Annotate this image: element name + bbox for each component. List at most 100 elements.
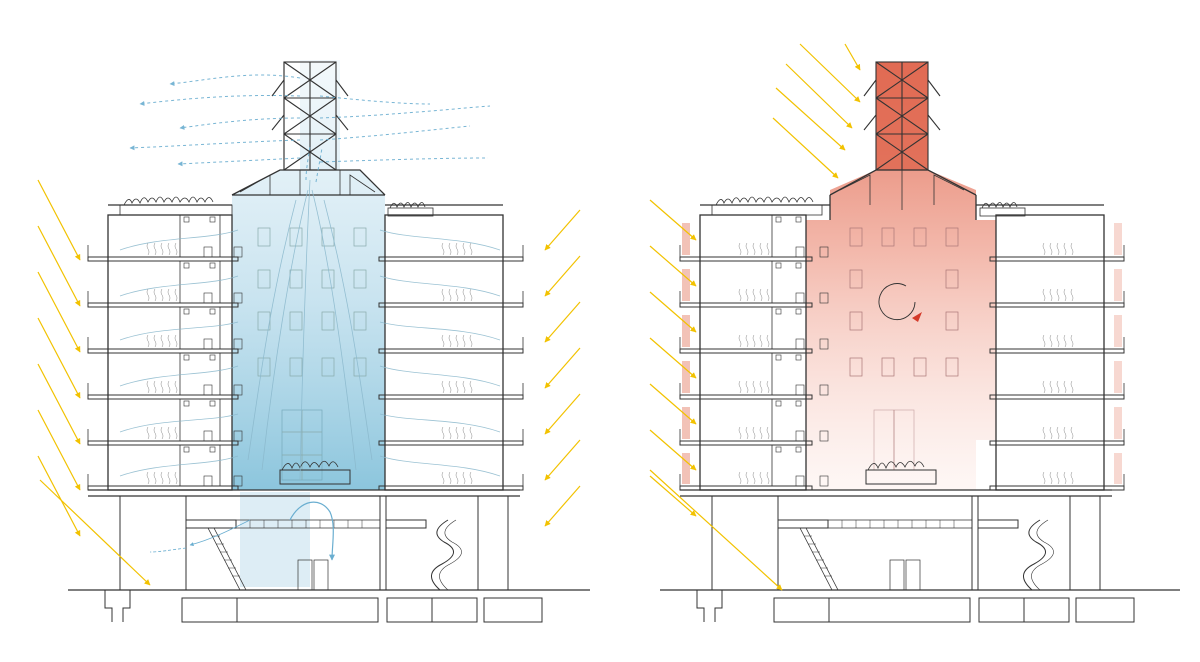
occupant-mark xyxy=(1042,471,1046,485)
occupant-mark xyxy=(167,380,171,394)
duct xyxy=(209,446,216,453)
furniture xyxy=(233,338,243,350)
sun-ray xyxy=(37,317,81,399)
occupant-mark xyxy=(462,334,466,348)
occupant-mark xyxy=(160,334,164,348)
floor-slab xyxy=(679,302,813,308)
duct xyxy=(775,308,782,315)
sun-ray xyxy=(799,43,861,103)
occupant-mark xyxy=(745,242,749,256)
occupant-mark xyxy=(745,426,749,440)
occupant-mark xyxy=(752,471,756,485)
occupant-mark xyxy=(1070,471,1074,485)
duct xyxy=(795,446,802,453)
floor-slab xyxy=(989,440,1125,446)
duct xyxy=(183,446,190,453)
furniture xyxy=(795,475,805,487)
occupant-mark xyxy=(455,334,459,348)
occupant-mark xyxy=(745,380,749,394)
warm-buffer xyxy=(1114,269,1122,301)
occupant-mark xyxy=(738,380,742,394)
occupant-mark xyxy=(167,288,171,302)
occupant-mark xyxy=(759,380,763,394)
sun-ray xyxy=(37,409,81,491)
occupant-mark xyxy=(455,471,459,485)
sun-ray xyxy=(544,347,581,389)
occupant-mark xyxy=(441,334,445,348)
sun-ray xyxy=(37,225,81,307)
floor-slab xyxy=(679,440,813,446)
duct xyxy=(795,308,802,315)
floor-slab xyxy=(87,256,239,262)
occupant-mark xyxy=(1070,426,1074,440)
sun-ray xyxy=(785,63,853,129)
sun-ray xyxy=(544,485,581,527)
occupant-mark xyxy=(448,242,452,256)
warm-buffer xyxy=(682,407,690,439)
occupant-mark xyxy=(441,288,445,302)
occupant-mark xyxy=(441,471,445,485)
furniture xyxy=(819,338,829,350)
sun-ray xyxy=(544,209,581,251)
occupant-mark xyxy=(448,471,452,485)
occupant-mark xyxy=(738,471,742,485)
atrium-planter xyxy=(279,460,351,485)
duct xyxy=(183,262,190,269)
furniture xyxy=(203,384,213,396)
occupant-mark xyxy=(167,471,171,485)
sun-ray xyxy=(649,469,783,591)
foundations xyxy=(104,590,543,623)
furniture xyxy=(203,475,213,487)
occupant-mark xyxy=(759,334,763,348)
occupant-mark xyxy=(1042,334,1046,348)
sun-ray xyxy=(37,455,81,537)
occupant-mark xyxy=(160,242,164,256)
occupant-mark xyxy=(455,426,459,440)
floor-slab xyxy=(679,256,813,262)
occupant-mark xyxy=(160,426,164,440)
occupant-mark xyxy=(174,471,178,485)
occupant-mark xyxy=(1049,288,1053,302)
floor-slab xyxy=(378,348,524,354)
occupant-mark xyxy=(1063,471,1067,485)
occupant-mark xyxy=(462,288,466,302)
solar-rays xyxy=(37,179,581,586)
floor-slab xyxy=(679,394,813,400)
furniture xyxy=(233,246,243,258)
duct xyxy=(209,354,216,361)
furniture xyxy=(233,430,243,442)
sun-ray xyxy=(649,429,697,471)
occupant-mark xyxy=(738,426,742,440)
occupant-mark xyxy=(738,242,742,256)
occupant-mark xyxy=(1070,242,1074,256)
duct xyxy=(209,262,216,269)
warm-buffer xyxy=(1114,407,1122,439)
occupant-mark xyxy=(174,426,178,440)
floor-slab xyxy=(989,394,1125,400)
occupant-mark xyxy=(1042,426,1046,440)
occupant-mark xyxy=(167,242,171,256)
occupant-mark xyxy=(1056,426,1060,440)
occupant-mark xyxy=(448,380,452,394)
occupant-mark xyxy=(752,426,756,440)
occupant-mark xyxy=(1049,242,1053,256)
winter-section xyxy=(649,43,1180,623)
warm-buffer xyxy=(1114,361,1122,393)
ground-floor xyxy=(119,496,509,591)
floor-slabs xyxy=(679,215,1125,491)
sun-ray xyxy=(649,245,697,287)
occupant-mark xyxy=(759,242,763,256)
roof-gardens xyxy=(711,196,1026,217)
occupant-mark xyxy=(738,288,742,302)
occupant-mark xyxy=(455,242,459,256)
duct xyxy=(183,354,190,361)
occupant-mark xyxy=(766,471,770,485)
occupant-mark xyxy=(759,288,763,302)
floor-slab xyxy=(87,394,239,400)
atrium-facade xyxy=(257,227,367,481)
sun-ray xyxy=(844,43,861,71)
occupant-mark xyxy=(1063,288,1067,302)
warm-buffer xyxy=(682,269,690,301)
occupant-mark xyxy=(745,288,749,302)
